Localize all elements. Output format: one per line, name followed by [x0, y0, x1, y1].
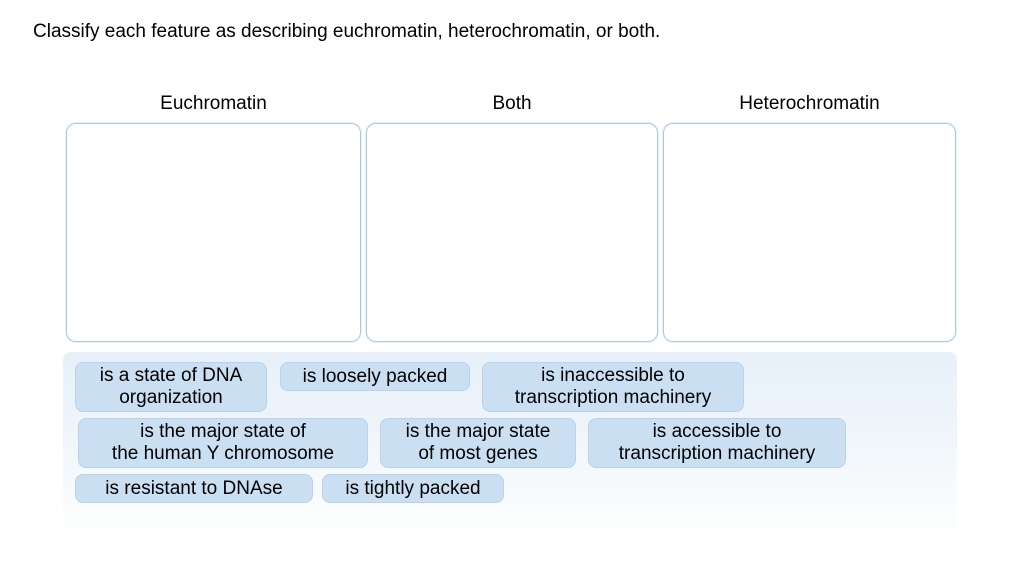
- drop-bin-euchromatin[interactable]: [66, 123, 361, 342]
- feature-chip[interactable]: is loosely packed: [280, 362, 470, 391]
- bin-label-euchromatin: Euchromatin: [160, 93, 267, 114]
- bin-label-heterochromatin: Heterochromatin: [739, 93, 880, 114]
- feature-chip[interactable]: is the major state of the human Y chromo…: [78, 418, 368, 468]
- feature-chip[interactable]: is the major state of most genes: [380, 418, 576, 468]
- exercise-prompt: Classify each feature as describing euch…: [33, 21, 661, 42]
- feature-chip[interactable]: is accessible to transcription machinery: [588, 418, 846, 468]
- bin-label-both: Both: [492, 93, 532, 114]
- drop-bin-both[interactable]: [366, 123, 658, 342]
- drop-bin-heterochromatin[interactable]: [663, 123, 956, 342]
- feature-chip[interactable]: is inaccessible to transcription machine…: [482, 362, 744, 412]
- feature-chip[interactable]: is tightly packed: [322, 474, 504, 503]
- feature-bank: is a state of DNA organization is loosely…: [63, 352, 957, 544]
- feature-chip[interactable]: is resistant to DNAse: [75, 474, 313, 503]
- feature-chip[interactable]: is a state of DNA organization: [75, 362, 267, 412]
